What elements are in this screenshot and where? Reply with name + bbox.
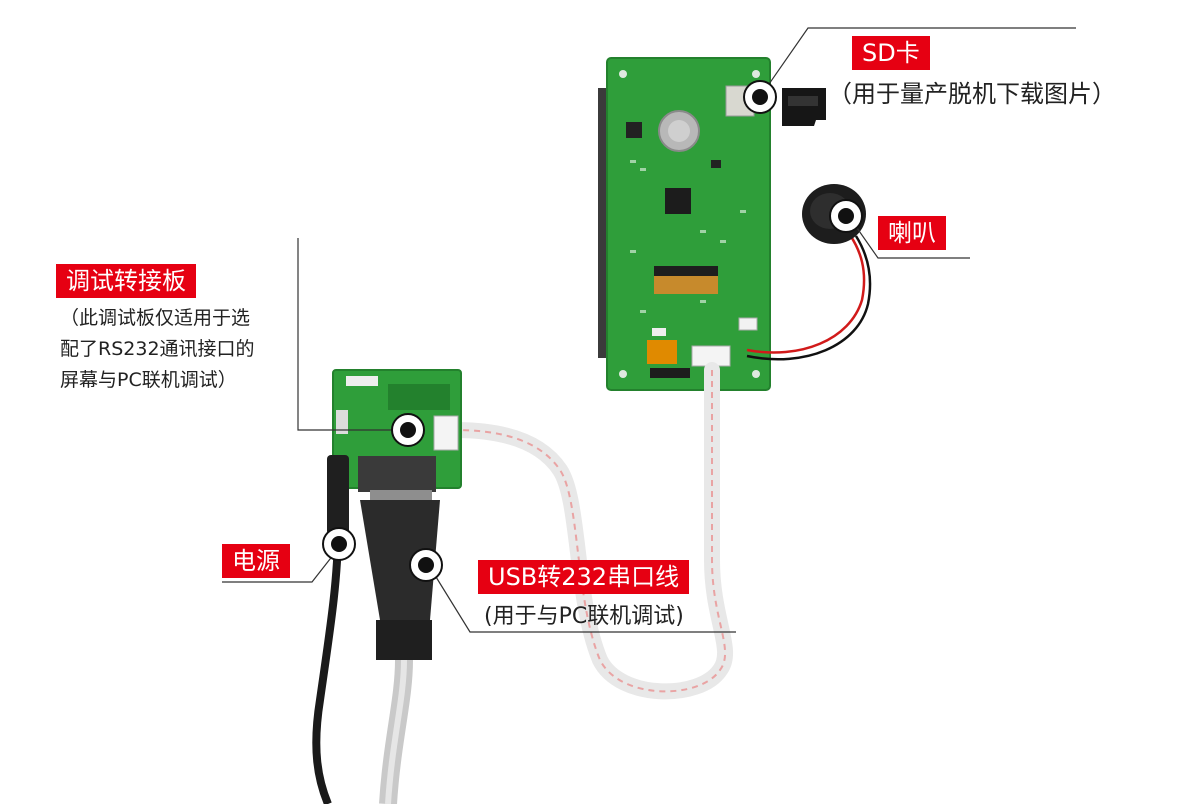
- marker-usb-cable: [409, 548, 443, 582]
- main-display-board: [598, 57, 771, 391]
- ribbon-cable: [447, 362, 734, 700]
- speaker-wire-black: [746, 235, 872, 361]
- power-label: 电源: [222, 544, 290, 578]
- marker-sd: [743, 80, 777, 114]
- debug-board-label: 调试转接板: [56, 264, 196, 298]
- marker-debug-board: [391, 413, 425, 447]
- serial-cable: [360, 500, 440, 804]
- marker-speaker: [829, 199, 863, 233]
- speaker-wire-red: [746, 234, 866, 354]
- speaker-label: 喇叭: [878, 216, 946, 250]
- marker-power: [322, 527, 356, 561]
- debug-board-desc-line-1: （此调试板仅适用于选: [60, 307, 251, 329]
- debug-board-desc-line-3: 屏幕与PC联机调试）: [60, 369, 237, 391]
- sd-card-desc: （用于量产脱机下载图片）: [828, 80, 1116, 108]
- debug-board-desc-line-2: 配了RS232通讯接口的: [60, 338, 255, 360]
- power-plug: [312, 455, 349, 804]
- usb-cable-desc: (用于与PC联机调试): [484, 604, 684, 629]
- usb-cable-label: USB转232串口线: [478, 560, 690, 594]
- micro-sd-card: [782, 88, 826, 126]
- sd-card-label: SD卡: [852, 36, 930, 70]
- leader-lines: [222, 27, 1076, 633]
